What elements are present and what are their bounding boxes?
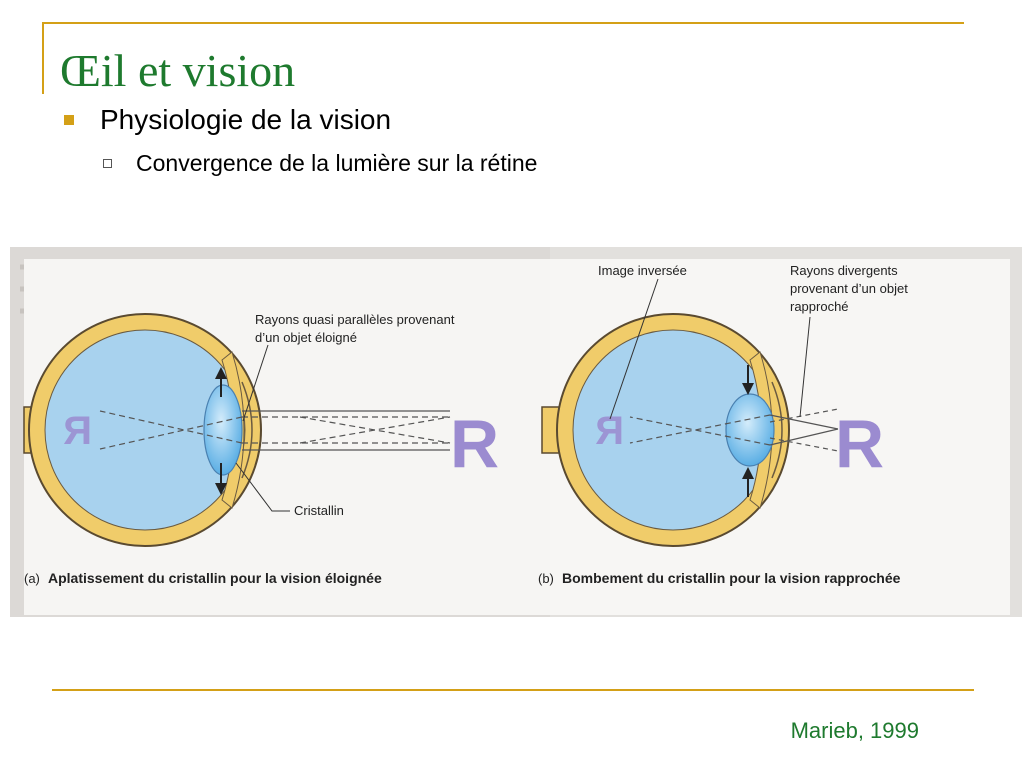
- panel-b-image-label: Image inversée: [598, 263, 687, 278]
- panel-a-rays-label-line1: Rayons quasi parallèles provenant: [255, 312, 455, 327]
- panel-a-object-letter: R: [450, 406, 499, 482]
- bullet-level2: Convergence de la lumière sur la rétine: [103, 150, 537, 177]
- top-frame-line: [42, 22, 964, 24]
- panel-a-lens-leader: [235, 462, 290, 512]
- square-bullet-icon: [64, 115, 74, 125]
- panel-a-rays-label-line2: d’un objet éloigné: [255, 330, 357, 345]
- figure-svg: R R Rayons quasi parallèles provenant d’…: [10, 247, 1022, 617]
- panel-b-retinal-image: R: [595, 409, 624, 453]
- bullet-level1-text: Physiologie de la vision: [100, 104, 392, 135]
- panel-a-eye: [23, 313, 262, 547]
- panel-b-cornea: [771, 381, 783, 479]
- slide-title: Œil et vision: [60, 45, 296, 96]
- arrow-up-icon: [742, 467, 754, 479]
- panel-b-lens-arrows: [742, 365, 754, 497]
- panel-b-lens: [725, 393, 775, 467]
- panel-a-cornea: [241, 381, 253, 479]
- panel-b-caption-tag: (b): [538, 571, 554, 586]
- bottom-rule: [52, 689, 974, 691]
- hollow-square-bullet-icon: [103, 159, 112, 168]
- panel-b-rays-leader: [799, 316, 811, 418]
- arrow-down-icon: [215, 483, 227, 495]
- panel-a-caption: Aplatissement du cristallin pour la visi…: [48, 570, 382, 586]
- panel-b-rays-label-line2: provenant d’un objet: [790, 281, 908, 296]
- panel-b-image-leader: [609, 278, 659, 420]
- panel-a-retinal-image: R: [63, 409, 92, 453]
- panel-b-caption: Bombement du cristallin pour la vision r…: [562, 570, 901, 586]
- panel-a-lens-label: Cristallin: [294, 503, 344, 518]
- source-credit: Marieb, 1999: [790, 718, 919, 743]
- panel-a-rays: [99, 410, 451, 451]
- bullet-level2-text: Convergence de la lumière sur la rétine: [136, 150, 538, 176]
- panel-b-rays-label-line3: rapproché: [790, 299, 849, 314]
- panel-a-rays-leader: [242, 344, 269, 422]
- panel-b-object-letter: R: [835, 406, 884, 482]
- arrow-down-icon: [742, 383, 754, 395]
- panel-a-lens: [203, 384, 243, 476]
- panel-a-lens-arrows: [215, 367, 227, 495]
- panel-b-rays-label-line1: Rayons divergents: [790, 263, 898, 278]
- eye-accommodation-figure: R R Rayons quasi parallèles provenant d’…: [10, 247, 1022, 617]
- left-frame-line: [42, 22, 44, 94]
- panel-a-vitreous: [44, 329, 246, 531]
- arrow-up-icon: [215, 367, 227, 379]
- bullet-level1: Physiologie de la vision: [64, 104, 391, 136]
- panel-a-caption-tag: (a): [24, 571, 40, 586]
- panel-b-rays: [629, 408, 839, 452]
